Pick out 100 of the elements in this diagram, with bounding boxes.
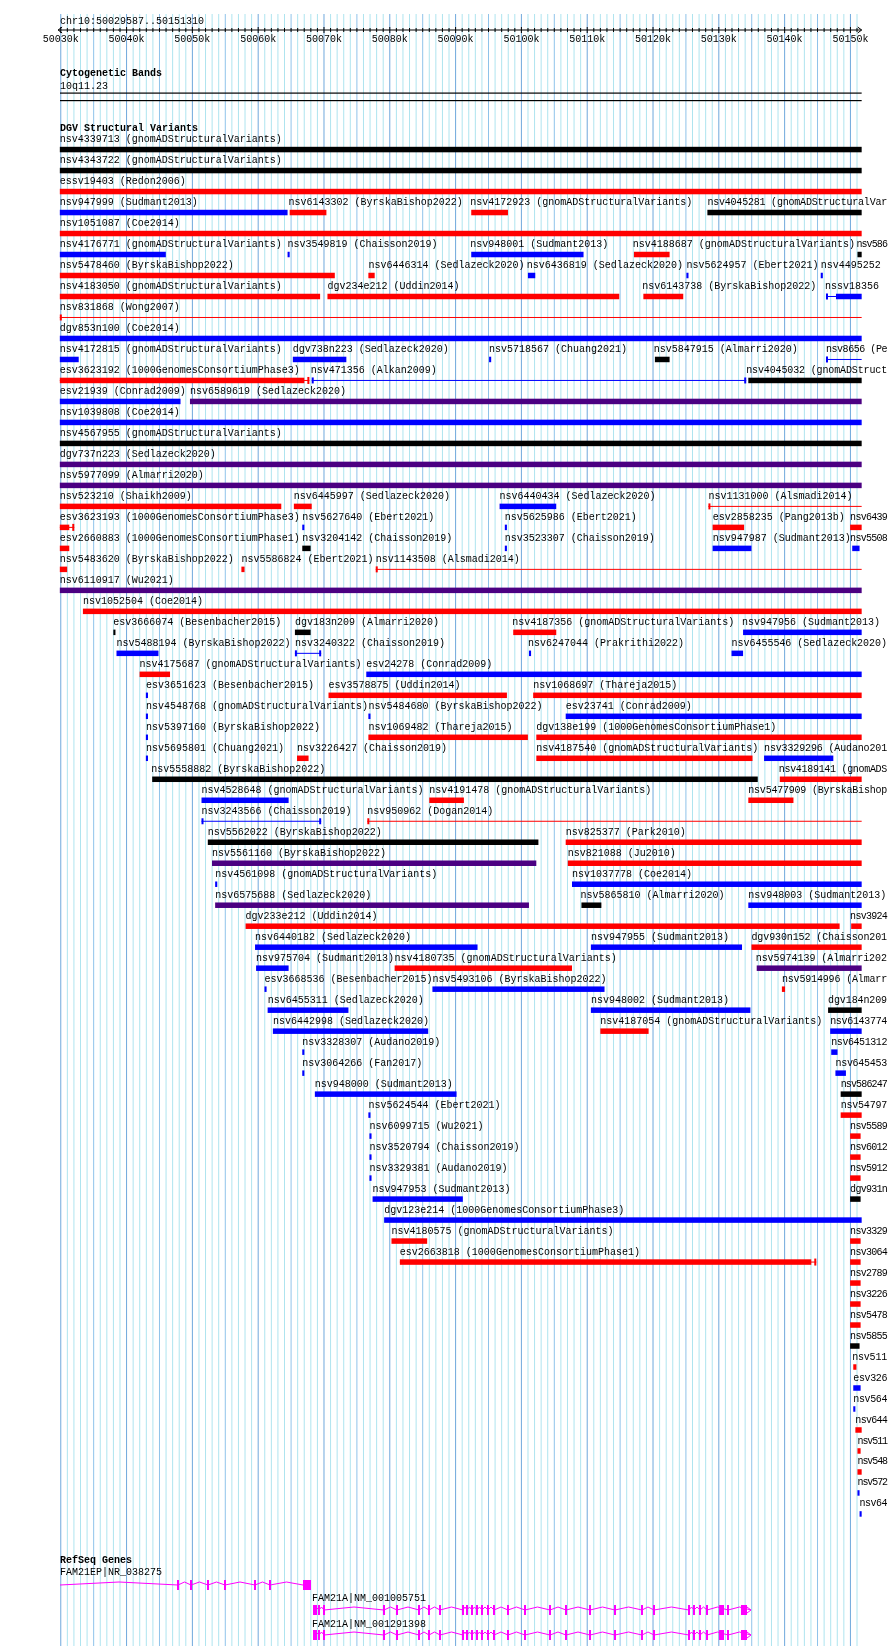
variant-label: esv2660883 (1000GenomesConsortiumPhase1) [59,532,300,544]
variant-label: nsv3064266 (Fan2017) [302,1057,423,1069]
variant-label: nsv5586824 (Ebert2021) [241,553,374,565]
variant-label: dgv234e212 (Uddin2014) [327,281,460,292]
variant-label: nsv4187540 (gnomADStructuralVariants) [536,742,759,754]
variant-label: nsv4180575 (gnomADStructuralVariants) [391,1225,614,1237]
variant-label: nsv3329381 (Audano2019) [369,1162,508,1174]
variant-label: dgv233e212 (Uddin2014) [245,910,378,922]
variant-label: nsv5558882 (ByrskaBishop2022) [151,763,326,775]
variant-label: nsv5624957 (Ebert2021) [686,260,819,271]
tick-label: 50030k [42,34,79,45]
track-heading: DGV Structural Variants [60,122,199,134]
variant-label: nsv5912 [850,1162,887,1174]
variant-label: nsv6143738 (ByrskaBishop2022) [642,281,817,292]
variant-label: nsv5974139 (Almarri202 [755,952,888,964]
variant-label: nsv4045032 (gnomADStruct [746,364,887,376]
variant-label: nsv5914996 (Almarr [781,973,887,985]
variant-label: esv2663818 (1000GenomesConsortiumPhase1) [399,1246,640,1258]
variant-label: dgv183n209 (Almarri2020) [294,616,439,628]
variant-label: nsv947956 (Sudmant2013) [742,616,881,628]
gene-label: FAM21A|NM_001005751 [312,1592,427,1604]
variant-label: nsv4528648 (gnomADStructuralVariants) [201,784,424,796]
variant-label: nsv6575688 (Sedlazeck2020) [215,889,372,901]
variant-label: nsv1069482 (Thareja2015) [368,721,513,733]
tick-label: 50110k [569,34,606,45]
variant-label: esv21939 (Conrad2009) [59,385,186,397]
tick-label: 50070k [306,34,342,45]
tick-label: 50040k [108,34,145,45]
variant-label: nsv6247044 (Prakrithi2022) [527,637,684,649]
variant-label: dgv930n152 (Chaisson201 [751,931,887,943]
track-heading: Cytogenetic Bands [60,68,163,79]
variant-label: nsv2789 [850,1267,887,1279]
variant-label: nsv564 [853,1393,887,1405]
variant-label: nsv3549819 (Chaisson2019) [287,239,438,251]
variant-label: nsv4172923 (gnomADStructuralVariants) [470,197,693,209]
variant-label: nsv4548768 (gnomADStructuralVariants) [145,700,368,712]
variant-label: nsv5488194 (ByrskaBishop2022) [116,637,291,649]
variant-label: nsv3520794 (Chaisson2019) [369,1141,520,1153]
variant-label: nsv948002 (Sudmant2013) [590,994,729,1006]
variant-label: nsv3204142 (Chaisson2019) [302,532,453,544]
variant-label: esv24278 (Conrad2009) [366,658,493,670]
tick-label: 50050k [174,34,211,45]
variant-label: nsv1143508 (Alsmadi2014) [375,553,520,565]
variant-label: nsv5855 [850,1330,887,1342]
variant-label: esv2858235 (Pang2013b) [712,511,845,523]
variant-label: nsv6446314 (Sedlazeck2020) [368,260,525,271]
variant-label: nsv948003 (Sudmant2013) [748,889,887,901]
variant-label: nsv4183050 (gnomADStructuralVariants) [59,281,282,292]
variant-label: dgv853n100 (Coe2014) [59,323,180,334]
variant-label: dgv931n [850,1183,887,1195]
variant-label: nsv4191478 (gnomADStructuralVariants) [429,784,652,796]
variant-label: nsv825377 (Park2010) [565,826,686,838]
variant-label: nsv3329 [850,1225,887,1237]
variant-label: nsv5847915 (Almarri2020) [653,344,798,355]
variant-label: nsv6143774 [830,1015,887,1027]
variant-label: esv3623193 (1000GenomesConsortiumPhase3) [59,511,300,523]
tick-label: 50150k [832,34,869,45]
variant-label: nsv947955 (Sudmant2013) [590,931,729,943]
variant-label: nsv1051087 (Coe2014) [59,218,180,230]
variant-label: dgv184n209 [828,994,887,1006]
variant-label: nsv523210 (Shaikh2009) [59,490,192,502]
variant-label: nsv6455311 (Sedlazeck2020) [267,994,424,1006]
variant-label: nsv6436819 (Sedlazeck2020) [526,260,683,271]
variant-label: nsv5478460 (ByrskaBishop2022) [59,260,234,271]
variant-label: nsv644 [855,1414,887,1426]
variant-label: nsv4567955 (gnomADStructuralVariants) [59,427,282,439]
variant-label: nsv6439 [850,511,887,523]
variant-label: nsv572 [857,1477,887,1489]
variant-label: nsv4343722 (gnomADStructuralVariants) [59,155,282,167]
variant-label: nsv4172815 (gnomADStructuralVariants) [59,344,282,355]
track-heading: RefSeq Genes [60,1555,132,1566]
variant-label: nsv4176771 (gnomADStructuralVariants) [59,239,282,251]
variant-label: esv3623192 (1000GenomesConsortiumPhase3) [59,364,300,376]
variant-label: nsv6099715 (Wu2021) [369,1120,484,1132]
variant-label: nsv64 [859,1498,887,1510]
tick-label: 50080k [371,34,408,45]
variant-label: nsv6445997 (Sedlazeck2020) [293,490,450,502]
variant-label: nsv3240322 (Chaisson2019) [294,637,445,649]
variant-label: nsv586 [856,239,887,251]
variant-label: nsv3243566 (Chaisson2019) [201,805,352,817]
variant-label: nsv5865810 (Almarri2020) [580,889,725,901]
variant-label: nsv511 [857,1435,887,1447]
variant-label: nsv4339713 (gnomADStructuralVariants) [59,134,282,146]
variant-label: nsv5561160 (ByrskaBishop2022) [212,847,387,859]
variant-label: nsv4187356 (gnomADStructuralVariants) [512,616,735,628]
variant-label: esv326 [853,1372,887,1384]
variant-label: nssv18356 [824,281,879,292]
variant-label: nsv6440434 (Sedlazeck2020) [499,490,656,502]
variant-label: nsv8656 (Pe [825,344,887,355]
variant-label: nsv586247 [840,1078,887,1090]
variant-label: nsv3226 [850,1288,887,1300]
tick-label: 50090k [437,34,474,45]
variant-label: nsv5589 [850,1120,887,1132]
variant-label: nsv511 [852,1351,887,1363]
variant-label: dgv123e214 (1000GenomesConsortiumPhase3) [384,1204,625,1216]
variant-label: nsv6451312 [831,1036,887,1048]
location-label: chr10:50029587..50151310 [60,15,205,27]
variant-label: nsv4045281 (gnomADStructuralVar [707,197,888,209]
variant-label: nsv4188687 (gnomADStructuralVariants) [632,239,855,251]
variant-label: nsv5977099 (Almarri2020) [59,469,204,481]
